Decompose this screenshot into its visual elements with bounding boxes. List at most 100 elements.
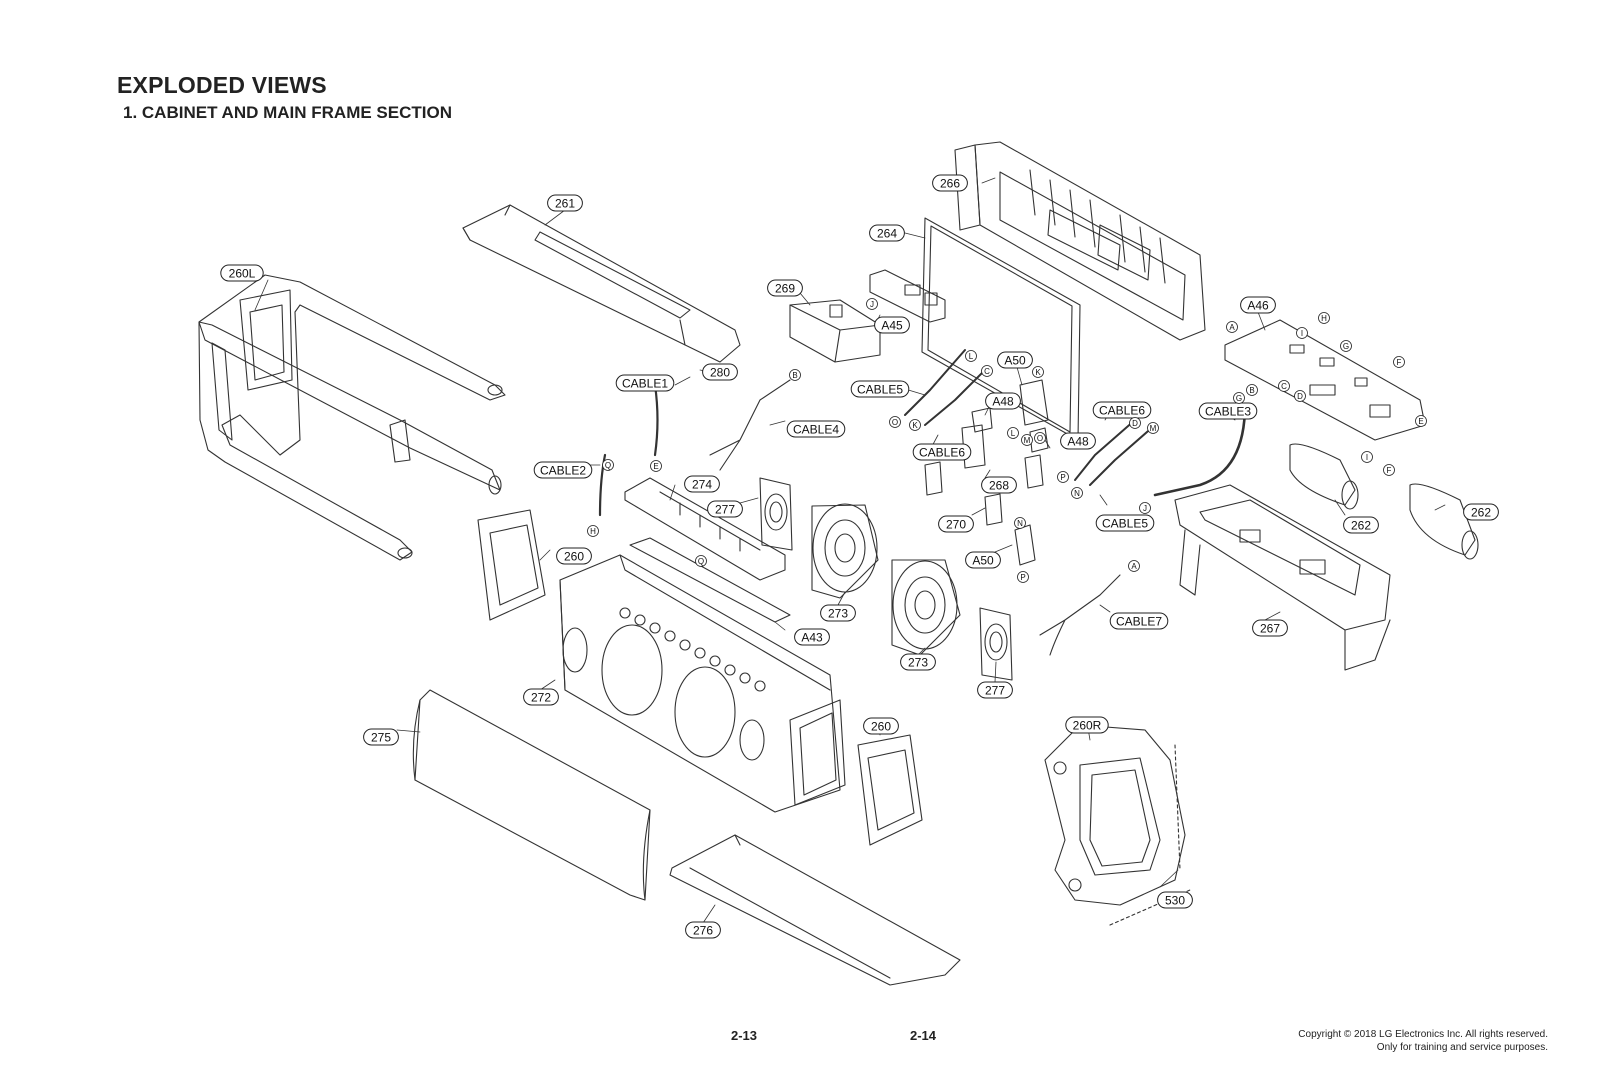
callout-pill	[863, 717, 899, 735]
part-callout-p269: 269	[767, 279, 803, 297]
part-a50-boards	[1014, 379, 1049, 566]
connector-marker-cc2: C	[1278, 380, 1290, 392]
callout-text: CABLE2	[540, 463, 586, 477]
connector-circle	[587, 525, 599, 537]
connector-circle	[1233, 392, 1245, 404]
connector-letter: I	[1366, 453, 1368, 462]
callout-text: CABLE6	[919, 445, 965, 459]
callout-pill	[1252, 619, 1288, 637]
part-a45-board	[869, 269, 946, 323]
usage-note: Only for training and service purposes.	[1376, 1042, 1548, 1053]
connector-marker-cg2: G	[1340, 340, 1352, 352]
callout-pill	[850, 380, 910, 398]
connector-marker-cn2: N	[1014, 517, 1026, 529]
connector-marker-cp1: P	[1057, 471, 1069, 483]
callout-pill	[981, 476, 1017, 494]
callout-text: A50	[972, 553, 994, 567]
connector-letter: D	[1297, 392, 1303, 401]
connector-circle	[1017, 571, 1029, 583]
connector-circle	[1278, 380, 1290, 392]
connector-circle	[889, 416, 901, 428]
callout-pill	[702, 363, 738, 381]
connector-marker-cq1: Q	[602, 459, 614, 471]
callout-pill	[1065, 716, 1109, 734]
connector-marker-ck1: K	[909, 419, 921, 431]
connector-marker-cf2: F	[1383, 464, 1395, 476]
section-title: 1. CABINET AND MAIN FRAME SECTION	[123, 103, 452, 122]
connector-circle	[1139, 502, 1151, 514]
callout-pill	[997, 351, 1033, 369]
part-callout-pcable5b: CABLE5	[1095, 514, 1155, 532]
part-callout-pcable7: CABLE7	[1109, 612, 1169, 630]
callout-text: A45	[881, 318, 903, 332]
part-callout-pa45: A45	[874, 316, 910, 334]
connector-marker-ca2: A	[1128, 560, 1140, 572]
connector-circle	[1071, 487, 1083, 499]
part-callout-pcable6b: CABLE6	[912, 443, 972, 461]
connector-circle	[1032, 366, 1044, 378]
connector-marker-ck2: K	[1032, 366, 1044, 378]
connector-marker-cj2: J	[1139, 502, 1151, 514]
part-callout-pcable4: CABLE4	[786, 420, 846, 438]
callout-pill	[1463, 503, 1499, 521]
callout-text: 268	[989, 478, 1009, 492]
connector-letter: P	[1060, 473, 1065, 482]
callout-pill	[707, 500, 743, 518]
callout-text: 277	[985, 683, 1005, 697]
connector-letter: D	[1132, 419, 1138, 428]
connector-circle	[1128, 560, 1140, 572]
callout-pill	[900, 653, 936, 671]
connector-marker-cb2: B	[1246, 384, 1258, 396]
callout-pill	[1095, 514, 1155, 532]
callout-pill	[685, 921, 721, 939]
connector-letter: G	[1236, 394, 1242, 403]
callout-pill	[869, 224, 905, 242]
part-262-batteries	[1289, 443, 1479, 560]
callout-text: A46	[1247, 298, 1269, 312]
callout-text: 267	[1260, 621, 1280, 635]
callout-text: 272	[531, 690, 551, 704]
connector-letter: C	[1281, 382, 1287, 391]
part-a46-main-board	[1224, 319, 1426, 441]
callout-text: A43	[801, 630, 823, 644]
connector-letter: B	[1249, 386, 1254, 395]
part-callout-p260r: 260R	[1065, 716, 1109, 734]
connector-letter: E	[1418, 417, 1423, 426]
part-270	[924, 461, 1003, 526]
part-276-bottom-cover	[669, 834, 961, 986]
part-callout-p280: 280	[702, 363, 738, 381]
callout-pill	[363, 728, 399, 746]
connector-letter: L	[1011, 429, 1016, 438]
connector-marker-cq2: Q	[695, 555, 707, 567]
connector-circle	[909, 419, 921, 431]
part-callout-p260l: 260L	[220, 264, 264, 282]
connector-letter: C	[984, 367, 990, 376]
callout-pill	[615, 374, 675, 392]
connector-circle	[1415, 415, 1427, 427]
connector-letter: Q	[605, 461, 611, 470]
part-callouts: 261266264260L269A45A46A50CABLE5A48CABLE6…	[220, 174, 1499, 939]
part-260-radiators	[477, 509, 923, 846]
part-callout-p274: 274	[684, 475, 720, 493]
callout-pill	[1343, 516, 1379, 534]
part-callout-p264: 264	[869, 224, 905, 242]
connector-letter: H	[1321, 314, 1327, 323]
callout-text: 262	[1471, 505, 1491, 519]
connector-letter: J	[1143, 504, 1147, 513]
part-260l-side-frame	[198, 274, 506, 561]
part-267-tray	[1174, 484, 1391, 671]
callout-pill	[547, 194, 583, 212]
connector-circle	[1246, 384, 1258, 396]
callout-text: 275	[371, 730, 391, 744]
callout-text: CABLE7	[1116, 614, 1162, 628]
callout-pill	[684, 475, 720, 493]
callout-text: 270	[946, 517, 966, 531]
part-callout-pa50b: A50	[965, 551, 1001, 569]
connector-letter: Q	[698, 557, 704, 566]
connector-circle	[695, 555, 707, 567]
part-callout-p268: 268	[981, 476, 1017, 494]
connector-letter: H	[590, 527, 596, 536]
connector-letter: K	[912, 421, 918, 430]
